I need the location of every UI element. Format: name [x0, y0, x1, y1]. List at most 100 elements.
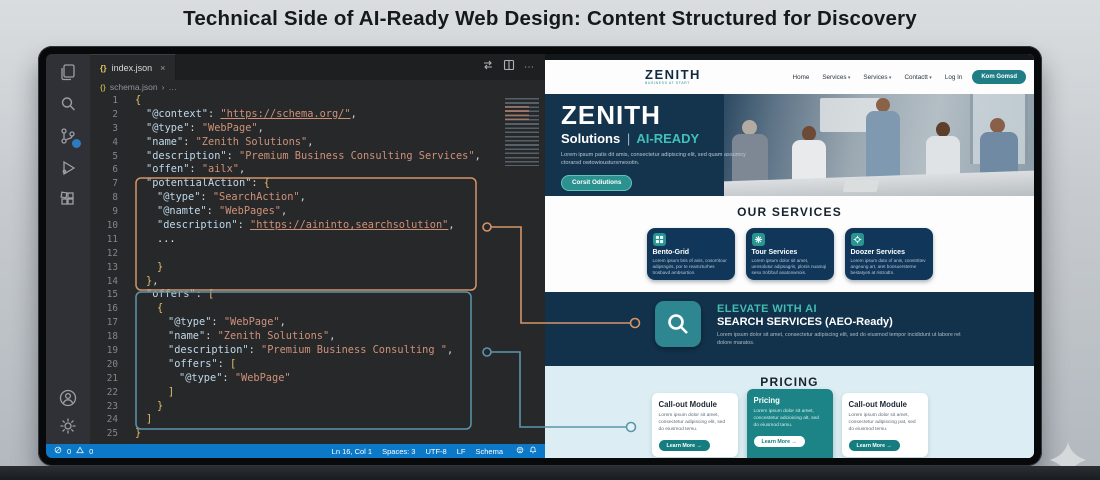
line-number: 16 [106, 303, 118, 315]
nav-link-log-in[interactable]: Log In [944, 73, 963, 81]
site-nav-links: Home Services ▾ Services ▾ Contactt ▾ Log In [793, 74, 973, 81]
site-logo[interactable]: ZENITH BUSINESS AT START [645, 68, 701, 86]
toggle-changes-icon[interactable] [482, 58, 494, 76]
learn-more-button[interactable]: Learn More → [658, 439, 710, 452]
code-text: ] [168, 385, 175, 398]
status-item[interactable]: LF [456, 446, 466, 456]
code-text: "@context": "https://schema.org/", [146, 107, 357, 120]
activity-bar [46, 54, 91, 444]
hero-body-text: Lorem ipsum patis dit amis, consectetur … [561, 152, 746, 167]
line-number: 5 [112, 150, 118, 162]
line-number: 19 [106, 345, 118, 357]
pricing-card-body: Lorem ipsum dolor sit amet, concestetur … [753, 408, 820, 429]
asterisk-icon [751, 233, 765, 246]
nav-link-contactt[interactable]: Contactt ▾ [904, 73, 932, 81]
notifications-bell-icon[interactable] [529, 446, 537, 456]
extensions-icon[interactable] [58, 190, 78, 210]
nav-link-services[interactable]: Services ▾ [822, 73, 851, 81]
hero-brand: ZENITH [561, 100, 661, 130]
code-text: "offers": [ [146, 288, 215, 301]
code-text: ... [157, 232, 176, 245]
warnings-icon[interactable] [76, 446, 85, 456]
nav-link-home[interactable]: Home [792, 73, 810, 81]
status-item[interactable]: Ln 16, Col 1 [331, 446, 373, 456]
pricing-card-body: Lorem ipsum dolor sit amet, consectetur … [848, 412, 916, 433]
screen: {} index.json × ⋯ [46, 54, 1034, 458]
tab-bar: {} index.json × ⋯ [90, 54, 545, 80]
photo-shape [842, 180, 880, 192]
code-line: 18"name": "Zenith Solutions", [90, 330, 545, 344]
code-line: 23} [90, 400, 545, 414]
minimap[interactable] [505, 98, 539, 166]
nav-cta-button[interactable]: Kom Gomsd [972, 70, 1026, 84]
split-editor-icon[interactable] [503, 58, 515, 76]
tab-close-icon[interactable]: × [160, 62, 166, 73]
explorer-icon[interactable] [58, 62, 78, 82]
code-line: 11... [90, 233, 545, 247]
line-number: 9 [112, 206, 118, 218]
pricing-card-title: Call-out Module [658, 400, 717, 409]
search-feature-icon[interactable] [655, 301, 701, 347]
line-number: 20 [106, 358, 118, 370]
code-line: 8 "@type": "SearchAction", [90, 191, 545, 205]
code-text: } [157, 260, 164, 273]
line-number: 25 [106, 428, 118, 440]
code-text: "@type": "WebPage" [179, 371, 291, 384]
code-text: "name": "Zenith Solutions", [146, 135, 314, 148]
status-item[interactable]: Spaces: 3 [382, 446, 416, 456]
elevate-title: SEARCH SERVICES (AEO-Ready) [717, 316, 893, 328]
status-item[interactable]: Schema [475, 446, 503, 456]
code-editor[interactable]: 1{2"@context": "https://schema.org/",3"@… [90, 94, 545, 444]
line-number: 12 [106, 247, 118, 259]
source-control-icon[interactable] [58, 126, 81, 148]
hero-subtitle-left: Solutions [561, 131, 621, 146]
search-icon[interactable] [58, 94, 78, 114]
elevate-kicker: ELEVATE WITH AI [717, 303, 817, 315]
code-line: 20"offers": [ [90, 358, 545, 372]
line-number: 13 [106, 261, 118, 273]
status-item[interactable]: UTF-8 [425, 446, 447, 456]
code-line: 17"@type": "WebPage", [90, 316, 545, 330]
tab-label: index.json [111, 62, 153, 73]
hero-cta-button[interactable]: Corsit Odiutions [561, 174, 633, 191]
code-line: 22] [90, 386, 545, 400]
code-text: ] [146, 413, 153, 426]
nav-link-services[interactable]: Services ▾ [863, 73, 892, 81]
errors-icon[interactable] [54, 446, 62, 456]
vscode-window: {} index.json × ⋯ [46, 54, 545, 458]
code-text: { [135, 94, 142, 106]
site-top-edge [545, 54, 1034, 60]
code-text: "@type": "SearchAction", [157, 191, 306, 204]
line-number: 15 [106, 289, 118, 301]
line-number: 7 [112, 178, 118, 190]
code-line: 6"offen": "ailx", [90, 163, 545, 177]
run-debug-icon[interactable] [58, 158, 78, 178]
editor-actions: ⋯ [482, 54, 545, 80]
more-actions-icon[interactable]: ⋯ [524, 61, 535, 73]
code-text [127, 247, 163, 261]
line-number: 8 [112, 192, 118, 204]
account-icon[interactable] [58, 388, 78, 408]
line-number: 23 [106, 400, 118, 412]
learn-more-button[interactable]: Learn More → [848, 439, 900, 452]
code-line: 7"potentialAction": { [90, 177, 545, 191]
breadcrumb[interactable]: {} schema.json › … [90, 80, 545, 94]
website-preview: ZENITH BUSINESS AT START Home Services ▾ S… [545, 54, 1034, 458]
settings-gear-icon[interactable] [58, 416, 78, 436]
line-number: 2 [112, 108, 118, 120]
learn-more-button[interactable]: Learn More → [753, 435, 805, 448]
breadcrumb-more: … [168, 82, 177, 92]
hero-subtitle-right: AI-READY [636, 131, 700, 146]
feedback-icon[interactable] [516, 446, 524, 456]
service-card-title: Doozer Services [850, 249, 905, 256]
tab-index-json[interactable]: {} index.json × [90, 54, 177, 80]
code-line: 4"name": "Zenith Solutions", [90, 136, 545, 150]
